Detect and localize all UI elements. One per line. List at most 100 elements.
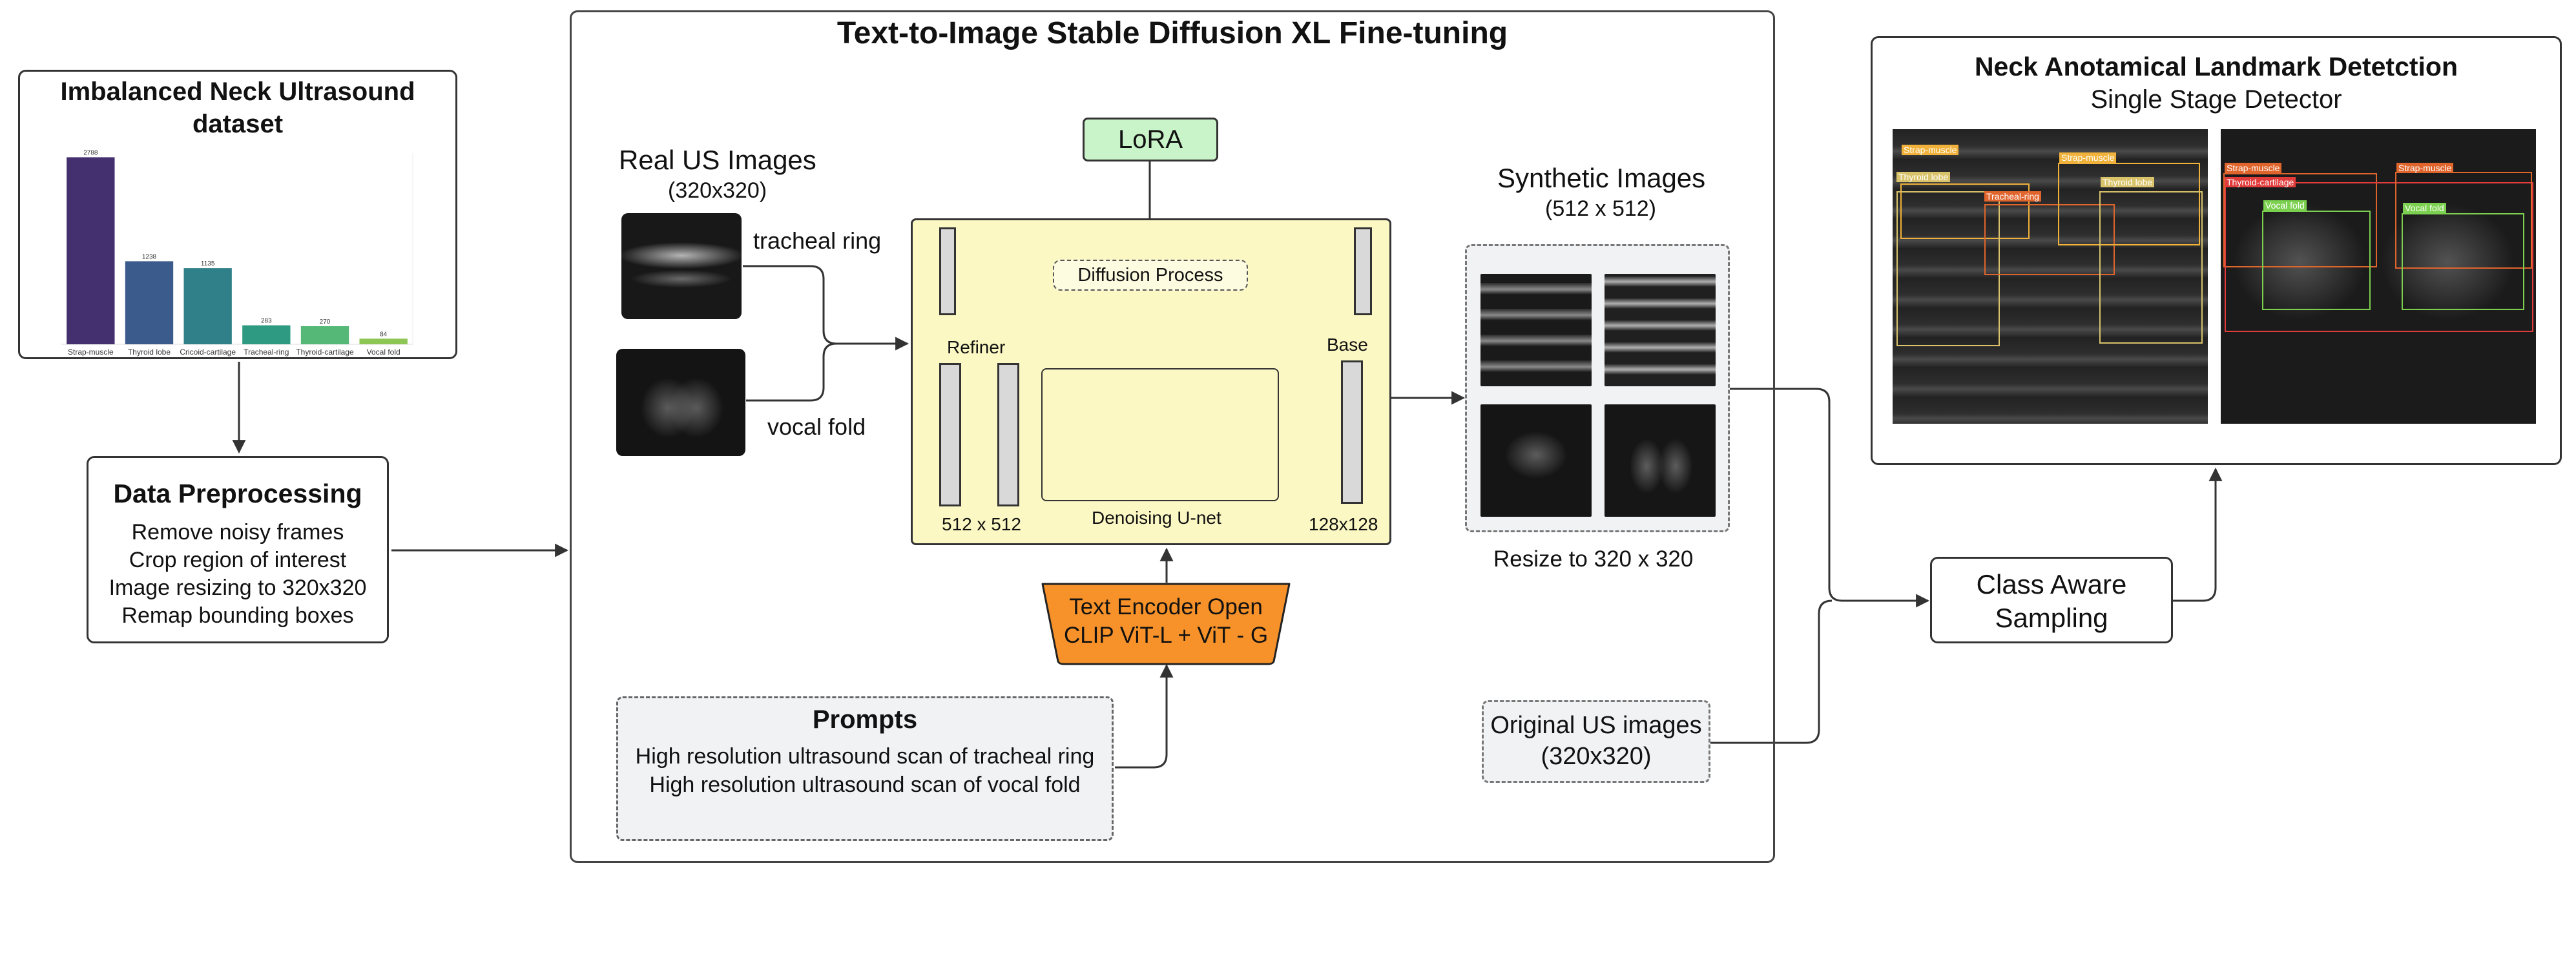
arrow-prompts-to-encoder [1115,663,1174,769]
bbox-label: Thyroid lobe [2101,177,2155,187]
preprocessing-box: Data Preprocessing Remove noisy frames C… [87,456,389,643]
sdxl-title: Text-to-Image Stable Diffusion XL Fine-t… [836,16,1508,50]
class-aware-sampling-box: Class Aware Sampling [1930,557,2173,643]
synthetic-title: Synthetic Images [1497,163,1706,193]
preprocessing-step: Remap bounding boxes [121,603,354,628]
bbox [2058,163,2200,245]
detector-title: Neck Anotamical Landmark Detetction [1974,52,2458,81]
bbox-label: Vocal fold [2263,200,2307,211]
bbox-label: Strap-muscle [2396,163,2454,173]
detection-image-right: Strap-muscle Thyroid-cartilage Strap-mus… [2221,129,2536,424]
sdxl-panel [570,10,1775,863]
real-images-size: (320x320) [668,178,767,203]
sampling-line2: Sampling [1995,603,2108,633]
bbox [2099,191,2203,344]
bbox [2395,172,2532,269]
bar-vocal-fold [359,338,408,344]
bbox [2223,173,2377,267]
resize-label: Resize to 320 x 320 [1493,546,1694,572]
real-us-image-vocal [616,349,745,456]
preprocessing-step: Remove noisy frames [131,520,344,545]
label-vocal-fold: vocal fold [767,413,866,440]
real-images-title: Real US Images [619,145,816,175]
base-top-bar [1354,227,1372,315]
category-tick-label: Cricoid-cartilage [180,348,236,357]
label-tracheal-ring: tracheal ring [753,227,882,254]
bbox [1896,191,2000,346]
bar-value-label: 1238 [142,253,157,260]
synthetic-image [1605,274,1716,386]
synthetic-image [1480,404,1592,517]
arrow-synthetic-to-sampling [1729,388,1930,608]
synthetic-image [1605,404,1716,517]
bbox-label: Thyroid-cartilage [2225,177,2296,187]
text-encoder-label: Text Encoder Open CLIP ViT-L + ViT - G [1043,593,1289,650]
prompt-item: High resolution ultrasound scan of vocal… [649,773,1081,797]
bar-value-label: 270 [320,318,331,326]
prompts-title: Prompts [812,705,918,734]
refiner-bar-left [939,363,961,506]
diffusion-process-box: Diffusion Process [1053,260,1248,291]
preprocessing-step: Image resizing to 320x320 [109,576,367,600]
category-tick-label: Thyroid lobe [128,348,171,357]
original-line1: Original US images [1490,712,1702,739]
bbox [1900,183,2030,239]
bbox-label: Strap-muscle [1902,145,1959,155]
detection-image-left: Strap-muscle Thyroid lobe Strap-muscle T… [1893,129,2208,424]
category-tick-label: Tracheal-ring [244,348,289,357]
refiner-size-label: 512 x 512 [942,514,1021,534]
sdxl-core-block [911,218,1391,545]
bbox [2225,182,2533,332]
preprocessing-title: Data Preprocessing [113,479,362,508]
detector-subtitle: Single Stage Detector [2090,85,2342,114]
bar-value-label: 2788 [83,149,98,156]
bbox [2402,213,2524,310]
synthetic-image [1480,274,1592,386]
arrow-tracheal-to-sdxl [743,265,909,351]
bbox-label: Strap-muscle [2059,152,2117,163]
bar-value-label: 84 [380,331,388,338]
original-images-box: Original US images (320x320) [1482,700,1710,783]
dataset-title: Imbalanced Neck Ultrasound dataset [60,78,415,138]
bar-strap-muscle [67,157,115,344]
bar-value-label: 1135 [201,260,215,267]
prompt-item: High resolution ultrasound scan of trach… [635,744,1095,769]
unet-frame [1041,368,1279,501]
text-encoder-shape [1041,583,1291,665]
lora-box: LoRA [1083,118,1218,161]
arrow-sampling-to-detector [2173,467,2223,602]
bbox-label: Tracheal-ring [1984,191,2041,202]
arrow-original-to-sampling [1710,599,1833,744]
category-tick-label: Strap-muscle [68,348,114,357]
arrow-vocal-to-sdxl [746,342,837,402]
unet-label: Denoising U-net [1092,508,1221,528]
bbox [1984,204,2115,275]
preprocessing-step: Crop region of interest [129,548,347,572]
refiner-bar-right [997,363,1019,506]
category-tick-label: Vocal fold [367,348,400,357]
bar-value-label: 283 [261,318,272,325]
category-tick-label: Thyroid-cartilage [296,348,354,357]
base-size-label: 128x128 [1309,514,1378,534]
bar-thyroid-lobe [125,261,174,344]
synthetic-size: (512 x 512) [1545,196,1656,221]
text-encoder-line2: CLIP ViT-L + ViT - G [1063,623,1269,648]
lora-label: LoRA [1117,125,1183,154]
original-line2: (320x320) [1541,743,1652,770]
bbox-label: Vocal fold [2403,203,2446,213]
bbox-label: Thyroid lobe [1896,172,1951,182]
bar-thyroid-cartilage [300,326,349,344]
refiner-label: Refiner [947,337,1006,357]
prompts-panel: Prompts High resolution ultrasound scan … [616,696,1114,841]
real-us-image-tracheal [621,213,742,319]
sampling-line1: Class Aware [1976,569,2127,599]
text-encoder-line1: Text Encoder Open [1069,594,1263,619]
bbox-label: Strap-muscle [2225,163,2282,173]
base-bar [1341,360,1363,504]
bbox [2262,211,2371,310]
refiner-top-bar [939,227,956,315]
bar-tracheal-ring [242,325,291,344]
bar-cricoid-cartilage [183,268,232,344]
